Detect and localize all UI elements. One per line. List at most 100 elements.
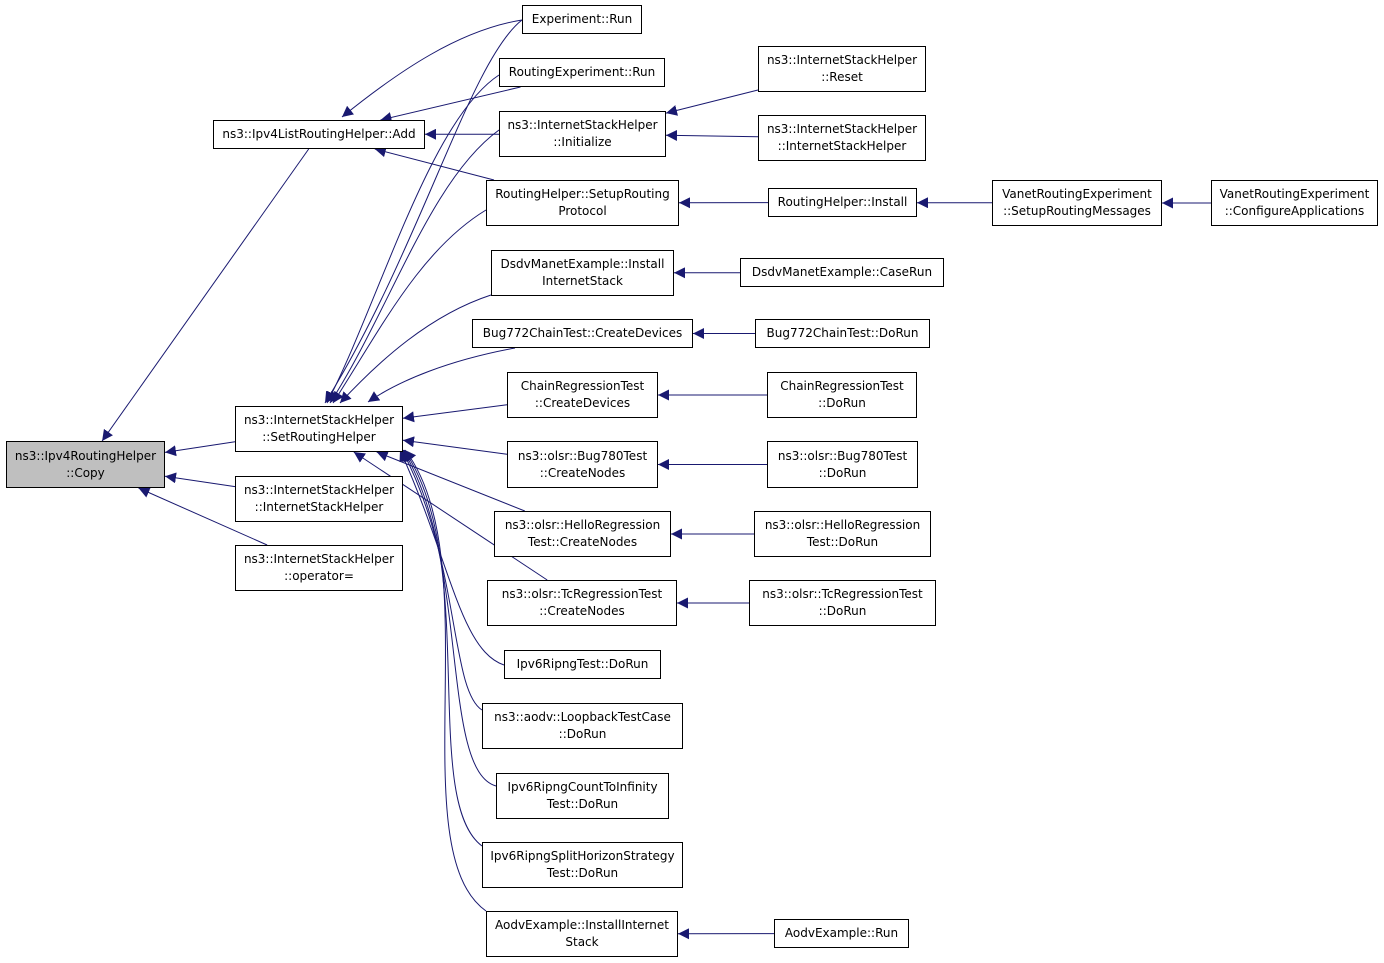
- node-vanet-configure[interactable]: VanetRoutingExperiment::ConfigureApplica…: [1211, 180, 1378, 226]
- edge-aodv-loopback-to-ish-setrouting: [401, 449, 483, 711]
- node-label-line: DsdvManetExample::Install: [500, 257, 665, 271]
- node-ipv6ripng-dorun[interactable]: Ipv6RipngTest::DoRun: [504, 650, 661, 679]
- node-ish-operator[interactable]: ns3::InternetStackHelper::operator=: [235, 545, 403, 591]
- node-ish-reset[interactable]: ns3::InternetStackHelper::Reset: [758, 46, 926, 92]
- node-copy: ns3::Ipv4RoutingHelper::Copy: [6, 441, 165, 488]
- node-routingexp-run[interactable]: RoutingExperiment::Run: [499, 58, 665, 87]
- node-label-line: ::Initialize: [553, 135, 612, 149]
- node-ipv4list-add[interactable]: ns3::Ipv4ListRoutingHelper::Add: [213, 120, 425, 149]
- edge-bug772-create-to-ish-setrouting: [367, 347, 516, 403]
- edge-ish-operator-to-copy: [138, 487, 268, 546]
- node-label-line: ::DoRun: [818, 396, 866, 410]
- node-bug772-dorun[interactable]: Bug772ChainTest::DoRun: [755, 319, 930, 348]
- node-label-line: Experiment::Run: [531, 12, 633, 26]
- node-label-line: ns3::aodv::LoopbackTestCase: [494, 710, 671, 724]
- edge-ish-reset-to-ish-initialize: [665, 89, 759, 116]
- node-label-line: Bug772ChainTest::CreateDevices: [482, 326, 683, 340]
- edge-bug780-create-to-ish-setrouting: [402, 436, 508, 455]
- edge-aodv-install-to-ish-setrouting: [404, 449, 487, 912]
- edge-routinghelper-setup-to-ish-setrouting: [332, 209, 487, 404]
- node-label-line: ns3::olsr::HelloRegression: [764, 518, 921, 532]
- node-label-line: ns3::InternetStackHelper: [766, 53, 918, 67]
- node-label-line: ::DoRun: [818, 604, 867, 618]
- node-routinghelper-install[interactable]: RoutingHelper::Install: [768, 188, 917, 217]
- node-label-line: ::DoRun: [558, 727, 607, 741]
- node-label-line: Ipv6RipngTest::DoRun: [516, 657, 649, 671]
- node-label-line: ::Copy: [66, 465, 105, 480]
- node-chainreg-dorun[interactable]: ChainRegressionTest::DoRun: [767, 372, 917, 418]
- edge-chainreg-create-to-ish-setrouting: [402, 404, 508, 423]
- edge-ipv6ripng-dorun-to-ish-setrouting: [399, 449, 505, 666]
- edge-ripng-count-to-ish-setrouting: [402, 449, 497, 787]
- node-label-line: AodvExample::Run: [784, 926, 899, 940]
- node-label-line: Stack: [565, 935, 599, 949]
- node-tc-dorun[interactable]: ns3::olsr::TcRegressionTest::DoRun: [749, 580, 936, 626]
- node-label-line: ChainRegressionTest: [780, 379, 904, 393]
- edge-ish-initialize-to-ish-setrouting: [329, 129, 500, 404]
- node-label-line: DsdvManetExample::CaseRun: [751, 265, 933, 279]
- node-label-line: ns3::olsr::HelloRegression: [504, 518, 661, 532]
- node-label-line: ns3::Ipv4ListRoutingHelper::Add: [222, 127, 416, 141]
- node-label-line: ::SetRoutingHelper: [262, 430, 376, 444]
- edge-ish-ctor-a-to-copy: [164, 472, 236, 488]
- node-label-line: ns3::olsr::TcRegressionTest: [501, 587, 663, 601]
- node-ish-ctor-a[interactable]: ns3::InternetStackHelper::InternetStackH…: [235, 476, 403, 522]
- node-aodv-loopback[interactable]: ns3::aodv::LoopbackTestCase::DoRun: [482, 703, 683, 749]
- node-label-line: Protocol: [558, 204, 607, 218]
- edge-ish-ctor-b-to-ish-initialize: [665, 129, 759, 141]
- node-label-line: ::CreateNodes: [539, 604, 625, 618]
- node-label-line: ns3::Ipv4RoutingHelper: [14, 448, 157, 463]
- node-dsdv-caserun[interactable]: DsdvManetExample::CaseRun: [740, 258, 944, 287]
- node-label-line: ns3::olsr::Bug780Test: [517, 448, 648, 463]
- node-label-line: ns3::InternetStackHelper: [243, 552, 395, 566]
- node-experiment-run[interactable]: Experiment::Run: [522, 5, 642, 34]
- node-bug780-dorun[interactable]: ns3::olsr::Bug780Test::DoRun: [767, 441, 918, 488]
- node-label-line: Ipv6RipngCountToInfinity: [507, 780, 658, 794]
- node-label-line: ::Reset: [821, 70, 863, 84]
- node-aodv-run[interactable]: AodvExample::Run: [774, 919, 909, 948]
- node-vanet-setup[interactable]: VanetRoutingExperiment::SetupRoutingMess…: [992, 180, 1162, 226]
- edge-experiment-run-to-ish-setrouting: [324, 19, 523, 404]
- node-label-line: AodvExample::InstallInternet: [495, 918, 669, 932]
- edge-routingexp-run-to-ish-setrouting: [326, 74, 500, 404]
- node-label-line: ::ConfigureApplications: [1224, 204, 1365, 218]
- node-label-line: ::SetupRoutingMessages: [1003, 204, 1151, 218]
- node-label-line: Test::DoRun: [546, 866, 619, 880]
- node-label-line: ns3::olsr::Bug780Test: [777, 448, 908, 463]
- edge-routinghelper-setup-to-ipv4list-add: [374, 146, 495, 181]
- node-label-line: Test::DoRun: [806, 535, 879, 549]
- edge-routingexp-run-to-ipv4list-add: [380, 86, 521, 123]
- node-label-line: ns3::olsr::TcRegressionTest: [762, 587, 923, 601]
- node-label-line: ns3::InternetStackHelper: [507, 118, 658, 132]
- node-ish-initialize[interactable]: ns3::InternetStackHelper::Initialize: [499, 111, 666, 157]
- node-label-line: ::operator=: [284, 569, 354, 583]
- node-label-line: InternetStack: [542, 274, 623, 288]
- edge-tc-create-to-ish-setrouting: [353, 451, 548, 581]
- node-label-line: Test::CreateNodes: [527, 535, 638, 549]
- node-bug772-create[interactable]: Bug772ChainTest::CreateDevices: [472, 319, 693, 348]
- node-label-line: ::InternetStackHelper: [777, 139, 907, 153]
- node-label-line: VanetRoutingExperiment: [1002, 187, 1152, 201]
- edge-ish-setrouting-to-copy: [164, 441, 236, 457]
- node-ish-ctor-b[interactable]: ns3::InternetStackHelper::InternetStackH…: [758, 115, 926, 161]
- edge-ipv4list-add-to-copy: [101, 148, 310, 442]
- node-tc-create[interactable]: ns3::olsr::TcRegressionTest::CreateNodes: [487, 580, 677, 626]
- node-label-line: ns3::InternetStackHelper: [243, 413, 395, 427]
- node-label-line: RoutingExperiment::Run: [508, 65, 656, 79]
- node-bug780-create[interactable]: ns3::olsr::Bug780Test::CreateNodes: [507, 441, 658, 488]
- node-label-line: Bug772ChainTest::DoRun: [766, 326, 919, 340]
- edge-dsdv-install-to-ish-setrouting: [339, 294, 492, 404]
- node-chainreg-create[interactable]: ChainRegressionTest::CreateDevices: [507, 372, 658, 418]
- node-label-line: RoutingHelper::SetupRouting: [495, 187, 670, 201]
- node-label-line: RoutingHelper::Install: [777, 195, 908, 209]
- node-label-line: ChainRegressionTest: [520, 379, 645, 393]
- node-ish-setrouting[interactable]: ns3::InternetStackHelper::SetRoutingHelp…: [235, 406, 403, 452]
